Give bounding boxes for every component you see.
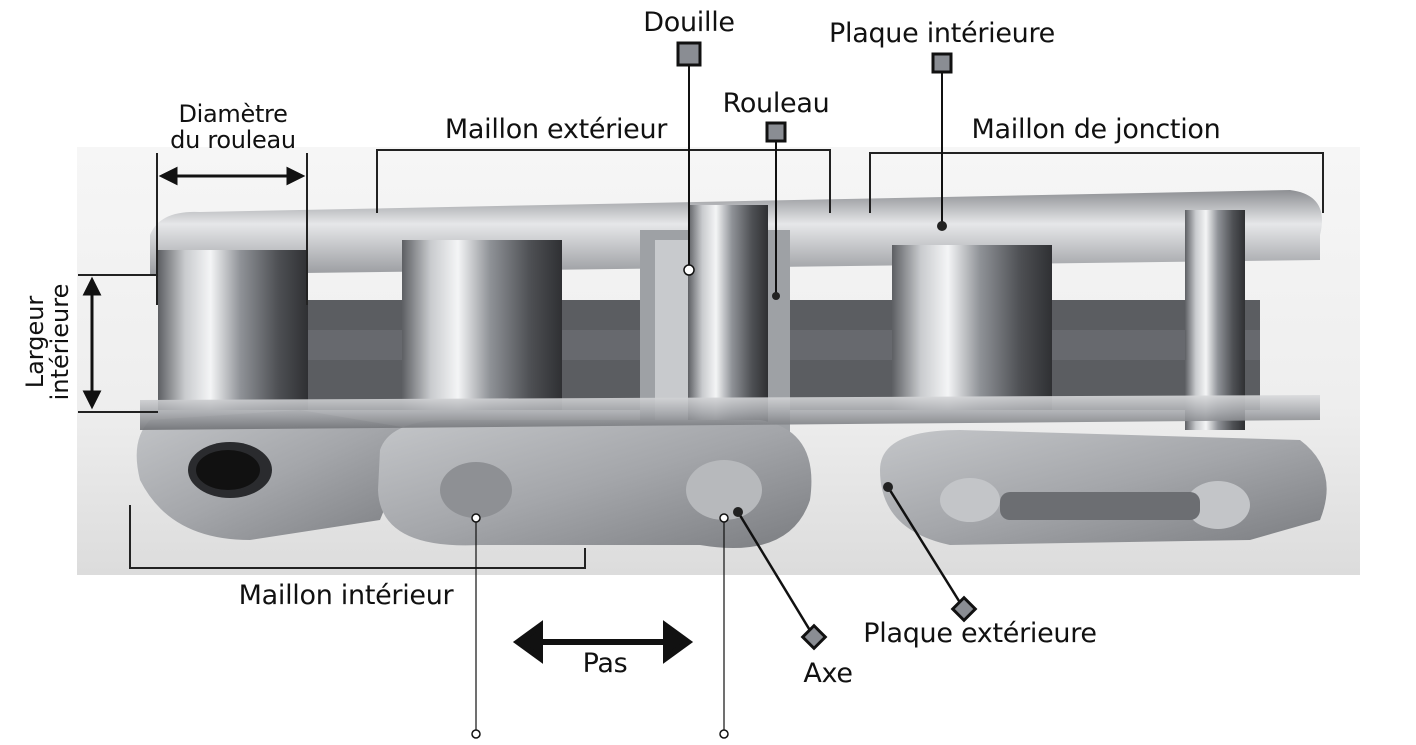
label-maillon-exterieur: Maillon extérieur: [444, 114, 668, 145]
pin-head-3: [940, 478, 1000, 522]
roller-3: [892, 245, 1052, 410]
label-rouleau: Rouleau: [722, 88, 830, 119]
leader-axe: [736, 511, 816, 638]
label-plaque-interieure: Plaque intérieure: [829, 18, 1055, 49]
label-diametre-line2: du rouleau: [170, 126, 296, 154]
leaders: [475, 66, 966, 730]
markers: [676, 41, 978, 651]
label-maillon-interieur: Maillon intérieur: [238, 580, 454, 611]
front-plate-left: [136, 410, 420, 540]
label-largeur-line1: Largeur: [21, 295, 49, 389]
bracket-maillon-interieur: [129, 505, 586, 569]
marker-plaque-interieure: [931, 52, 953, 74]
pin-head-4: [1186, 481, 1250, 529]
roller-1: [158, 250, 308, 410]
spring-clip: [1000, 492, 1200, 520]
hole-left-inner: [196, 450, 260, 490]
bracket-maillon-exterieur: [376, 149, 831, 213]
label-pas: Pas: [582, 648, 628, 679]
mid-plate-edge: [140, 395, 1320, 430]
roller-2: [402, 240, 562, 410]
pin-right: [1185, 210, 1245, 430]
arrow-largeur: [82, 276, 102, 410]
arrow-diametre: [158, 166, 306, 186]
dot-markers: [471, 221, 947, 739]
marker-plaque-exterieure: [950, 595, 978, 623]
pin-head-1: [440, 462, 512, 518]
leader-plaque-exterieure: [886, 486, 966, 610]
label-largeur-line2: intérieure: [46, 283, 74, 401]
label-plaque-exterieure: Plaque extérieure: [863, 618, 1097, 649]
label-diametre-line1: Diamètre: [178, 100, 288, 128]
marker-douille: [676, 41, 702, 67]
label-douille: Douille: [643, 7, 735, 38]
label-maillon-jonction: Maillon de jonction: [971, 114, 1221, 145]
label-axe: Axe: [803, 658, 853, 689]
marker-rouleau: [765, 121, 787, 143]
arrow-pas: [512, 620, 694, 664]
marker-axe: [800, 623, 828, 651]
brackets: [78, 149, 1324, 569]
bracket-maillon-jonction: [869, 152, 1324, 213]
pin-head-2: [686, 460, 762, 520]
